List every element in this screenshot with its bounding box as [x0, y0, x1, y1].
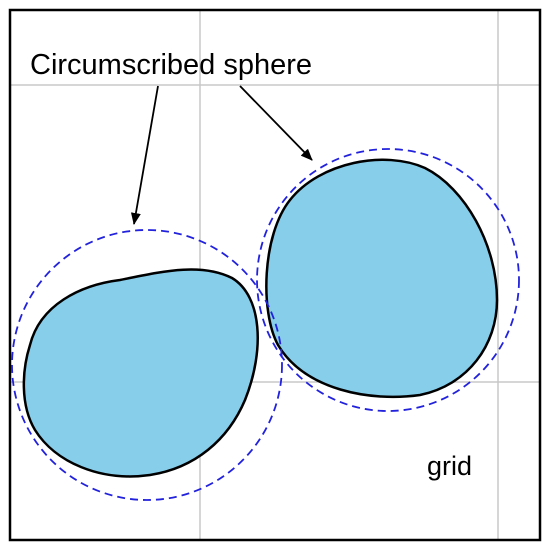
left-circumscribed-sphere	[11, 229, 283, 501]
left-particle	[22, 268, 259, 478]
arrow-to-right-sphere	[239, 85, 313, 161]
arrow-to-left-sphere	[130, 85, 159, 225]
right-circumscribed-sphere	[256, 148, 520, 412]
callout-label: Circumscribed sphere	[30, 49, 312, 81]
frame	[8, 8, 542, 542]
right-particle	[265, 158, 499, 399]
grid-label: grid	[427, 451, 472, 481]
